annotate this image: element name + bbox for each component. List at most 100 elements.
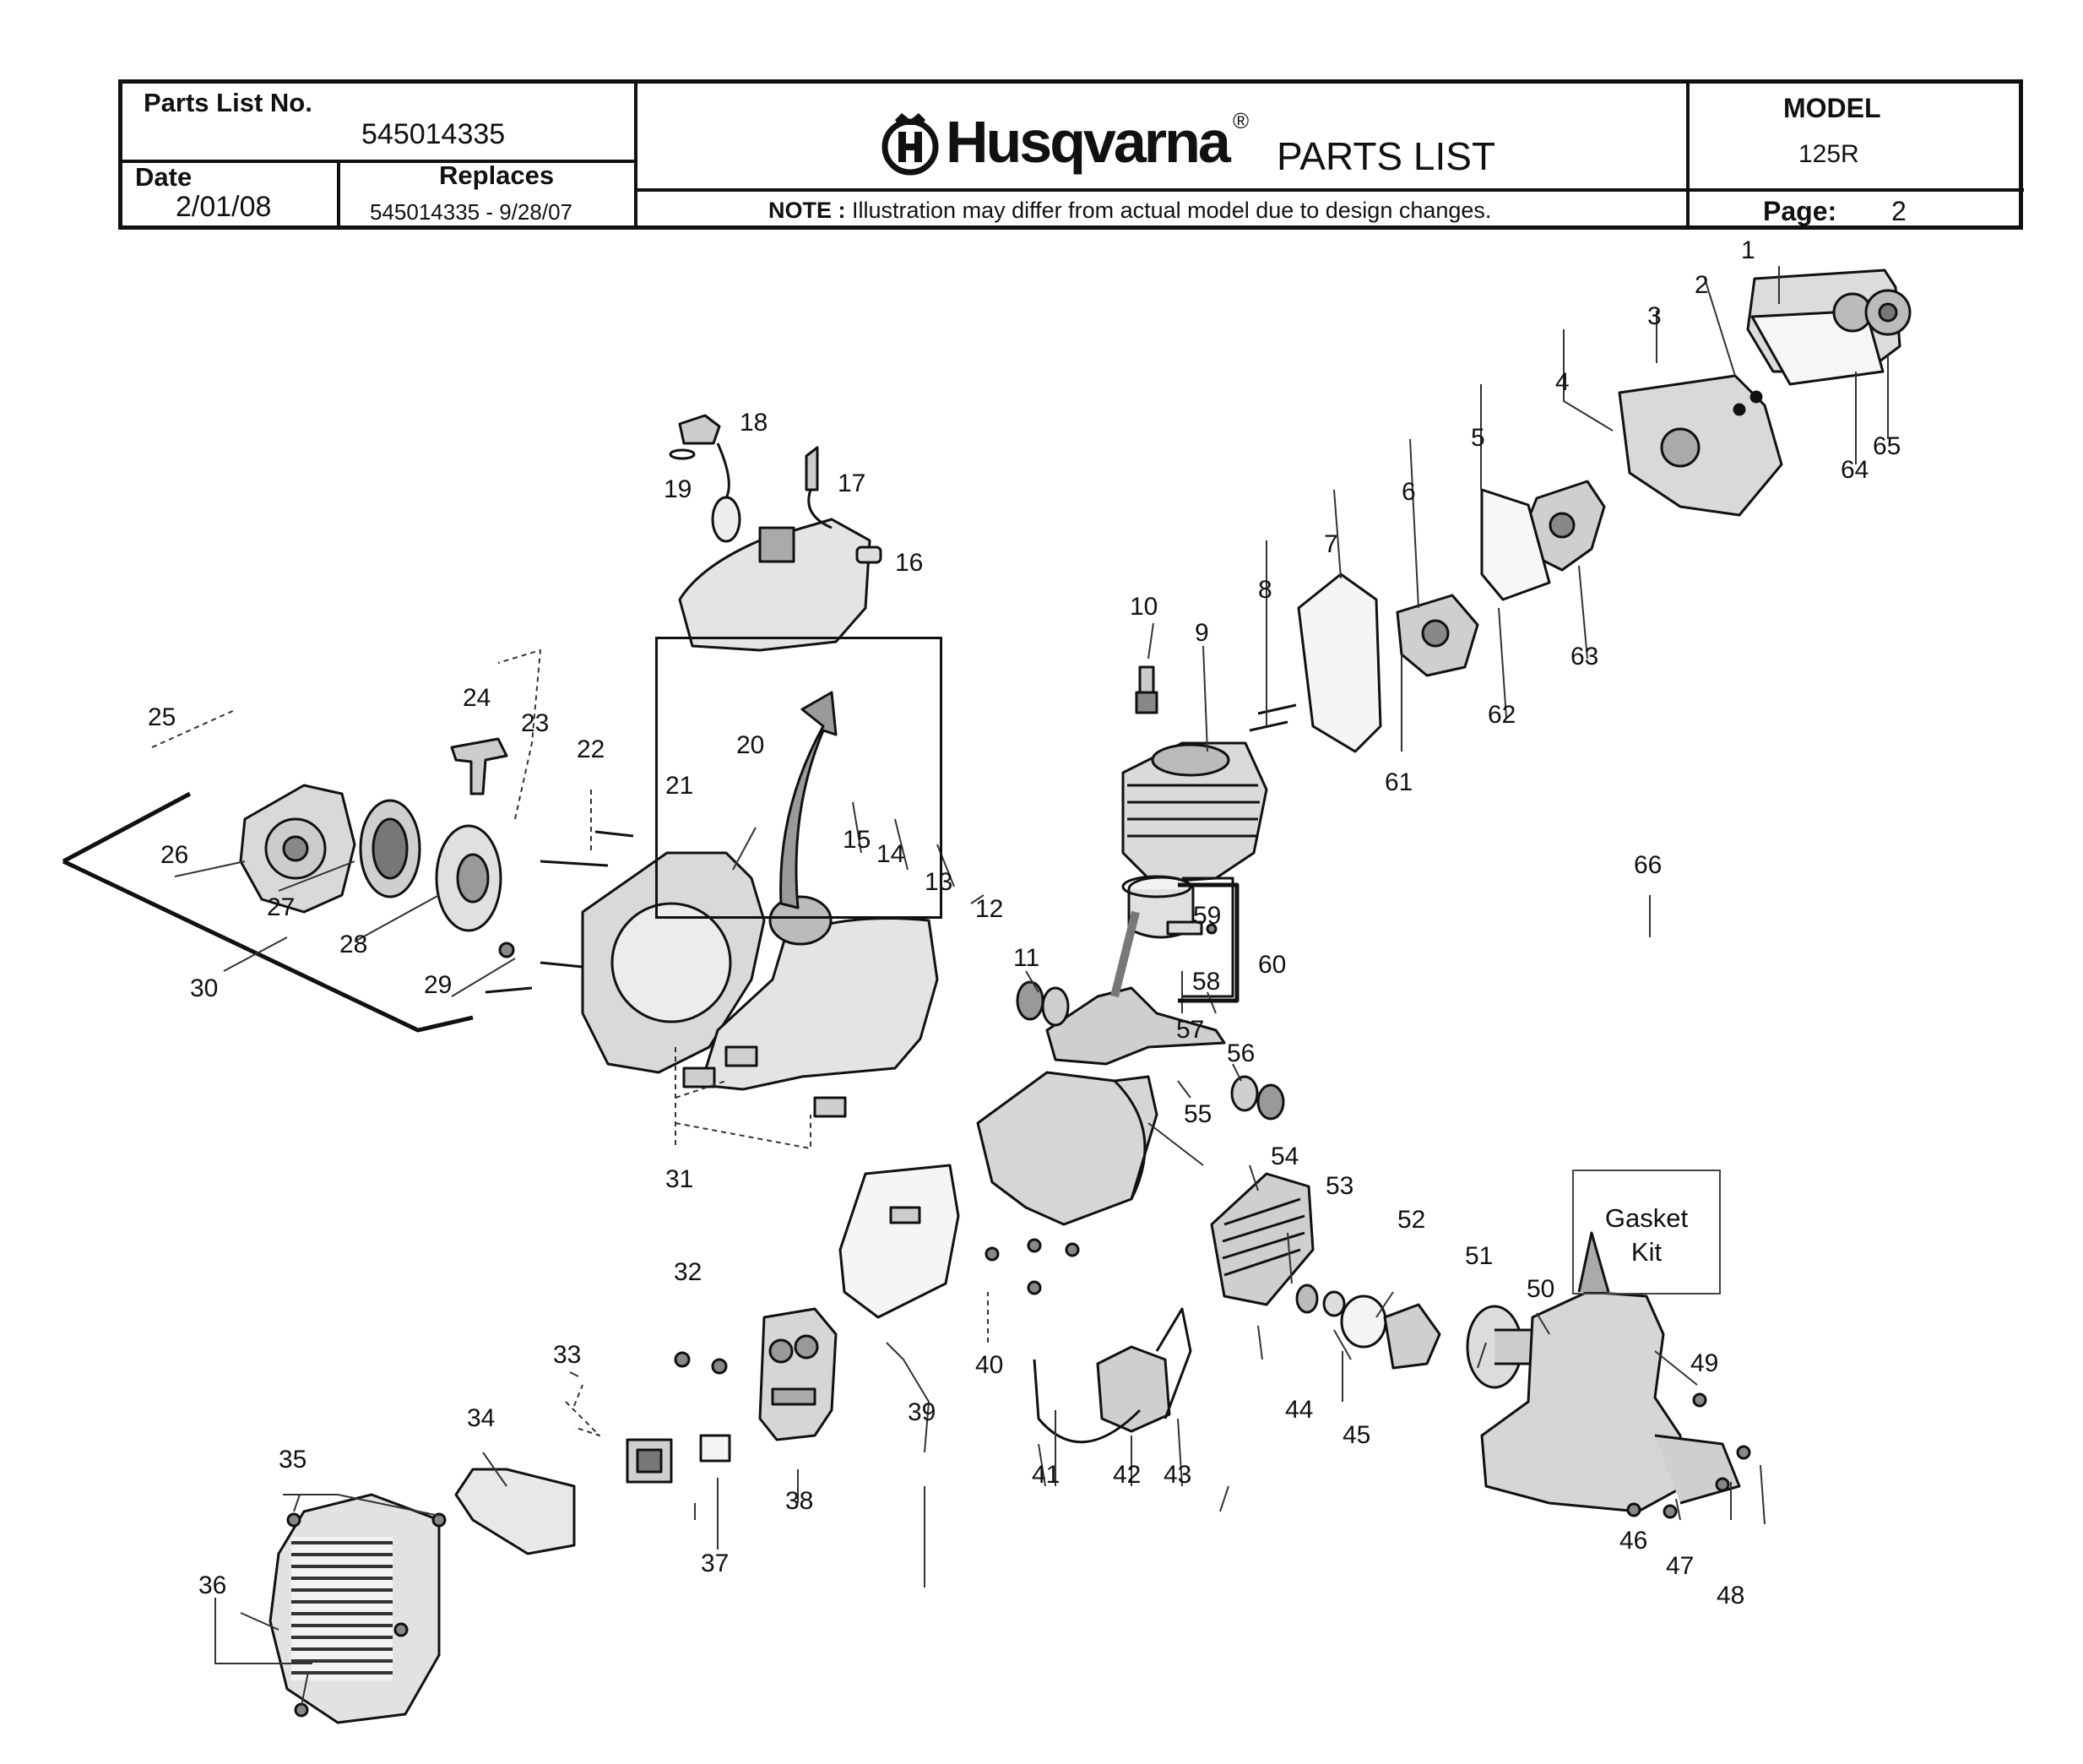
gear-housing-screws (1626, 1392, 1751, 1519)
callout-37: 37 (701, 1550, 730, 1577)
callout-60: 60 (1258, 951, 1287, 979)
flywheel (1210, 1172, 1315, 1306)
callout-10: 10 (1130, 593, 1158, 621)
callout-5: 5 (1471, 424, 1485, 452)
fuel-tank-inset-panel (655, 637, 942, 919)
cover-screws (286, 1512, 447, 1718)
header-divider (634, 188, 1686, 192)
starter-handle (450, 737, 508, 795)
callout-44: 44 (1285, 1396, 1314, 1424)
header-divider (337, 161, 340, 227)
bracket-58-60 (1178, 882, 1239, 1003)
starter-housing (239, 784, 356, 914)
callout-38: 38 (785, 1487, 814, 1515)
callout-29: 29 (424, 971, 453, 999)
cover-arrow (779, 691, 838, 909)
callout-4: 4 (1555, 368, 1570, 396)
muffler-screws (674, 1351, 728, 1375)
callout-2: 2 (1695, 271, 1709, 299)
callout-57: 57 (1176, 1016, 1205, 1044)
fuel-tank (699, 895, 939, 1091)
callout-6: 6 (1402, 478, 1416, 506)
fan-housing (581, 851, 766, 1074)
registered-mark: ® (1233, 108, 1250, 133)
callout-39: 39 (908, 1398, 936, 1426)
crankcase (976, 1071, 1158, 1226)
gasket-kit-box: Gasket Kit (1572, 1170, 1721, 1295)
callout-15: 15 (843, 826, 871, 854)
page-value: 2 (1891, 196, 1907, 226)
heat-shield-insulator (1297, 573, 1382, 753)
starter-rope (62, 791, 474, 1033)
muffler-cover (454, 1468, 576, 1555)
intake-adapter (1396, 594, 1479, 677)
header-divider (122, 160, 634, 163)
callout-31: 31 (665, 1165, 694, 1193)
note-label: NOTE : (768, 198, 846, 223)
header-divider (1686, 188, 2024, 192)
husqvarna-crown-logo (881, 113, 939, 176)
exploded-parts-diagram: 1 2 3 4 5 6 7 8 9 10 11 12 13 14 15 16 1… (0, 236, 2083, 1756)
filter-knob (1864, 289, 1912, 336)
date-value: 2/01/08 (176, 191, 272, 223)
callout-40: 40 (975, 1351, 1004, 1379)
parts-list-header (118, 79, 2024, 230)
ignition-module (1033, 1307, 1192, 1444)
callout-18: 18 (740, 409, 768, 437)
starter-spring (359, 799, 421, 898)
callout-49: 49 (1690, 1349, 1719, 1377)
callout-66: 66 (1634, 851, 1663, 879)
callout-45: 45 (1343, 1421, 1371, 1449)
callout-64: 64 (1841, 456, 1869, 484)
callout-30: 30 (190, 974, 219, 1002)
callout-61: 61 (1385, 768, 1413, 796)
callout-26: 26 (160, 841, 189, 869)
callout-34: 34 (467, 1404, 496, 1432)
callout-14: 14 (876, 840, 905, 868)
muffler (758, 1307, 838, 1441)
model-label: MODEL (1783, 93, 1881, 123)
callout-32: 32 (674, 1258, 702, 1286)
callout-35: 35 (279, 1446, 307, 1474)
callout-41: 41 (1032, 1461, 1060, 1489)
air-filter-cover (1746, 269, 1901, 386)
callout-9: 9 (1195, 619, 1209, 647)
clutch-parts (1295, 1284, 1441, 1370)
spark-plug (1135, 665, 1158, 714)
kit-label-line2: Kit (1630, 1237, 1663, 1267)
replaces-label: Replaces (439, 160, 555, 190)
callout-52: 52 (1397, 1206, 1426, 1234)
header-divider (634, 84, 637, 227)
kit-label-line1: Gasket (1604, 1203, 1689, 1233)
callout-42: 42 (1113, 1461, 1142, 1489)
callout-13: 13 (925, 868, 953, 896)
design-change-note: NOTE : Illustration may differ from actu… (768, 198, 1491, 224)
callout-3: 3 (1647, 302, 1662, 330)
parts-illustration (62, 266, 1912, 1724)
inset-fuel-filter (711, 442, 741, 543)
callout-24: 24 (463, 684, 491, 712)
brand-wordmark: Husqvarna (946, 109, 1231, 175)
parts-list-label: Parts List No. (144, 88, 312, 117)
wrist-pin (1166, 920, 1218, 936)
callout-63: 63 (1570, 643, 1599, 670)
replaces-value: 545014335 - 9/28/07 (370, 199, 572, 225)
callout-27: 27 (267, 893, 296, 921)
callout-20: 20 (736, 731, 765, 759)
callout-28: 28 (339, 931, 368, 958)
document-title: PARTS LIST (1277, 134, 1496, 178)
callout-51: 51 (1465, 1242, 1494, 1270)
carburetor-gasket (1480, 488, 1551, 601)
inset-primer-cap (669, 414, 721, 460)
callout-1: 1 (1741, 236, 1755, 264)
cylinder (1121, 741, 1268, 884)
crankshaft (1045, 910, 1226, 1066)
callout-33: 33 (553, 1341, 582, 1369)
callout-54: 54 (1271, 1143, 1299, 1170)
callout-23: 23 (521, 709, 550, 737)
callout-56: 56 (1227, 1039, 1256, 1067)
crankcase-screws (985, 1238, 1080, 1295)
callout-25: 25 (148, 703, 176, 731)
callout-46: 46 (1619, 1527, 1648, 1555)
carburetor (1525, 480, 1606, 572)
